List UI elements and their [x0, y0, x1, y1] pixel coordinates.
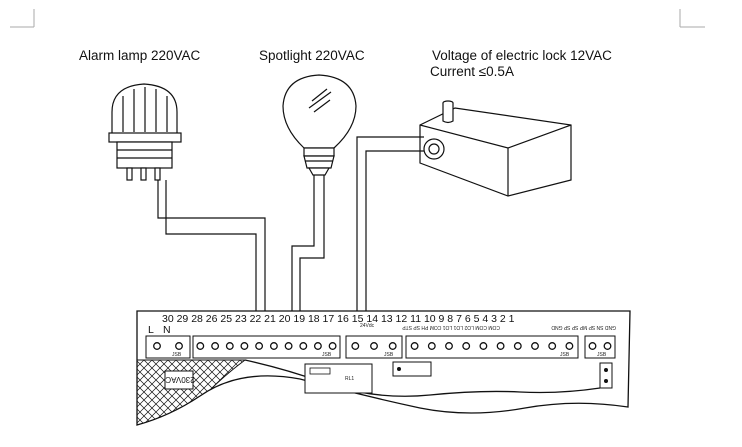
port-label: JSB [322, 352, 332, 358]
electric-lock-current-label: Current ≤0.5A [430, 64, 514, 79]
spotlight-label: Spotlight 220VAC [259, 48, 365, 63]
voltage-mark: 230VAC [165, 375, 194, 384]
terminal-screw [427, 342, 436, 350]
terminal-blocks: JSB JSB JSB JSB JSB [145, 335, 616, 359]
terminal-screw [588, 342, 597, 350]
relay-label: RL1 [345, 376, 354, 382]
terminal-screw [284, 342, 293, 350]
terminal-screw [175, 342, 183, 350]
terminal-screw [153, 342, 161, 350]
port-label: JSB [172, 352, 182, 358]
port-label: JSB [384, 352, 394, 358]
terminal-screw [255, 342, 264, 350]
terminal-screw [513, 342, 522, 350]
terminal-screw [548, 342, 557, 350]
terminal-screw [225, 342, 234, 350]
wires [157, 136, 424, 311]
terminal-numbers: 30 29 28 26 25 23 22 21 20 19 18 17 16 1… [162, 313, 515, 325]
hatched-area [137, 359, 247, 425]
terminal-screw [462, 342, 471, 350]
port-label: JSB [597, 352, 607, 358]
terminal-screw [351, 342, 360, 350]
terminal-screw [370, 342, 378, 350]
terminal-screw [269, 342, 278, 350]
terminal-block [192, 335, 341, 359]
terminal-block [145, 335, 191, 359]
terminal-screw [479, 342, 488, 350]
terminal-block [584, 335, 616, 359]
terminal-screw [565, 342, 574, 350]
terminal-screw [410, 342, 419, 350]
terminal-screw [388, 342, 397, 350]
electric-lock-voltage-label: Voltage of electric lock 12VAC [432, 48, 612, 63]
terminal-screw [196, 342, 205, 350]
terminal-screw [313, 342, 322, 350]
terminal-screw [211, 342, 220, 350]
terminal-block [405, 335, 579, 359]
page-corner-marks [10, 9, 705, 28]
dc-mark: 24Vdc [360, 323, 375, 329]
terminal-L-label: L [148, 324, 154, 336]
terminal-N-label: N [163, 324, 171, 336]
terminal-screw [603, 342, 612, 350]
terminal-screw [531, 342, 539, 350]
alarm-lamp-icon [108, 83, 182, 181]
port-label: JSB [560, 352, 570, 358]
terminal-screw [496, 342, 505, 350]
spotlight-bulb-icon [282, 74, 357, 176]
input-labels: GND SN SP MP SP SP GND [551, 324, 616, 330]
terminal-screw [240, 342, 249, 350]
control-board: 230VAC RL1 30 29 28 26 25 23 22 21 20 19… [136, 310, 631, 426]
terminal-screw [299, 342, 308, 350]
alarm-lamp-label: Alarm lamp 220VAC [79, 48, 201, 63]
terminal-screw [328, 342, 337, 350]
terminal-screw [445, 342, 453, 350]
io-labels: COM COM LO2 LO1 LO1 COM PH SP STP [402, 324, 500, 330]
electric-lock-icon [419, 100, 572, 197]
